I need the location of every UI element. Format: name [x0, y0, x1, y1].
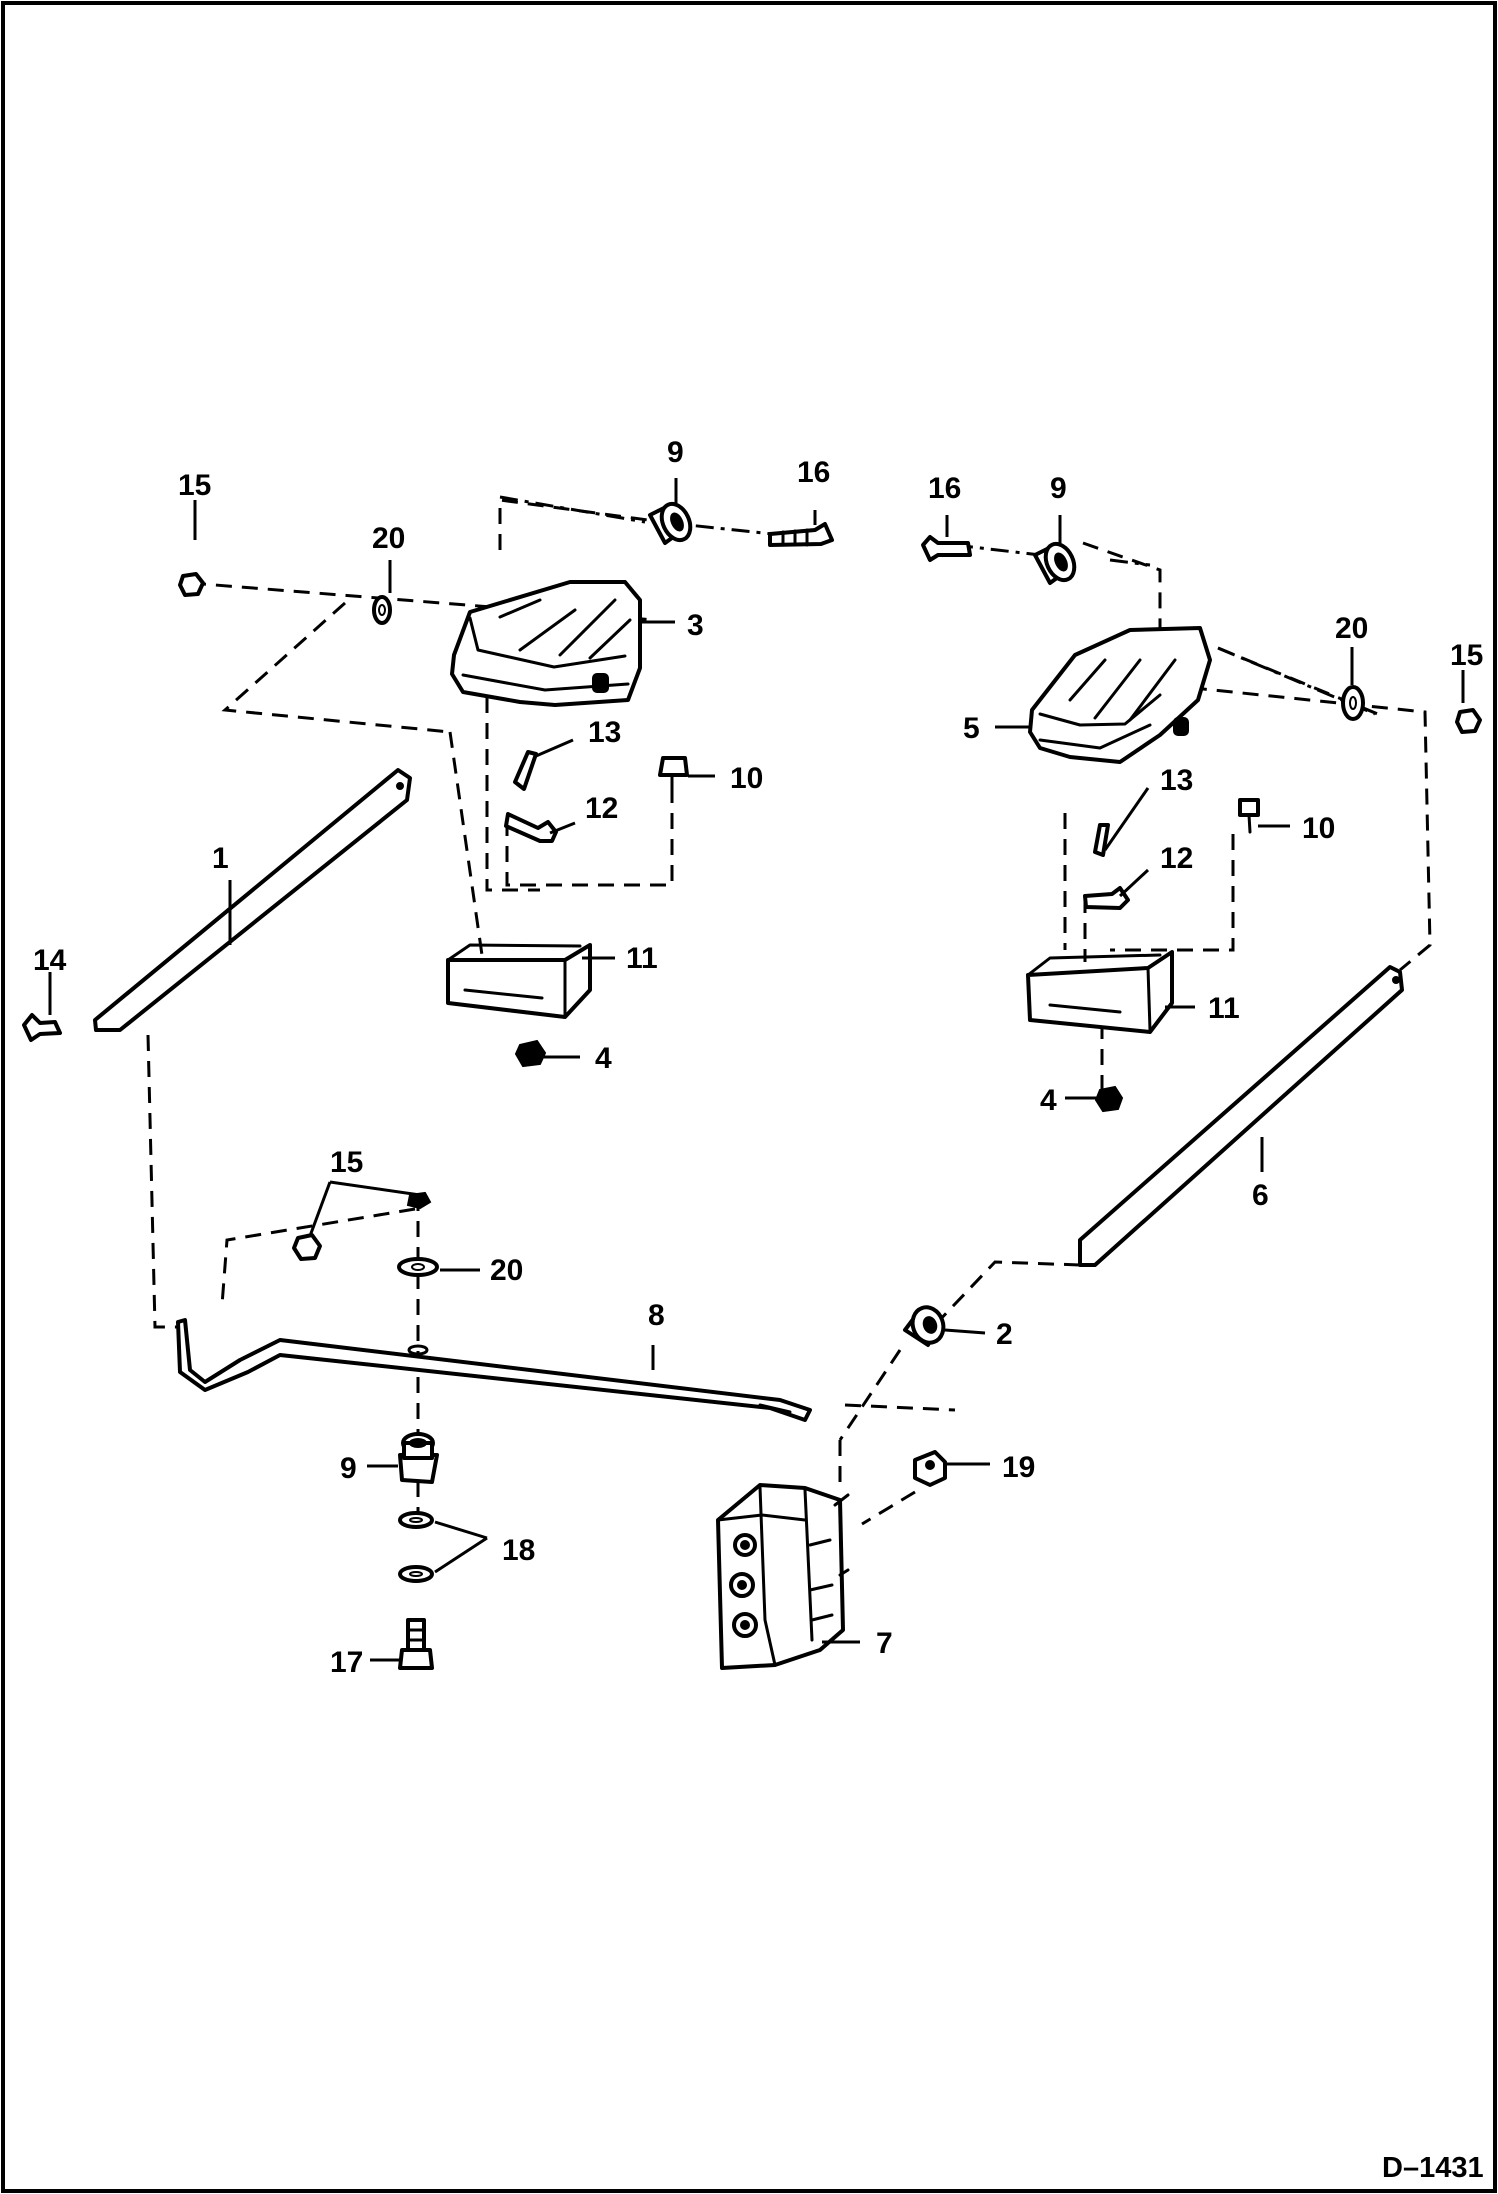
left-pin-12	[504, 812, 558, 843]
left-cotter-pin	[513, 750, 538, 791]
callout-15-right: 15	[1450, 639, 1483, 672]
callout-labels: 1 2 3 4 4 5 6 7 8 9 9 9 10 10 11 11 12 1…	[33, 436, 1483, 1679]
callout-16-right: 16	[928, 472, 961, 505]
left-washer-20	[372, 595, 392, 625]
left-nut-15	[178, 572, 205, 597]
left-bolt-16	[768, 522, 834, 547]
callout-4-right: 4	[1040, 1084, 1057, 1117]
callout-17: 17	[330, 1646, 363, 1679]
right-pin-12	[1083, 886, 1130, 910]
callout-13-right: 13	[1160, 764, 1193, 797]
left-nut	[514, 1039, 547, 1068]
bolt-14	[22, 1013, 62, 1042]
callout-9-left-top: 9	[667, 436, 684, 469]
callout-8: 8	[648, 1299, 665, 1332]
callout-16-left: 16	[797, 456, 830, 489]
right-nut	[1094, 1085, 1124, 1113]
left-pedal-bracket	[446, 943, 592, 1019]
callout-10-right: 10	[1302, 812, 1335, 845]
washers-18	[398, 1511, 434, 1583]
callout-15-left: 15	[178, 469, 211, 502]
callout-9-right-top: 9	[1050, 472, 1067, 505]
assembly-lines	[146, 498, 1432, 1526]
callout-6: 6	[1252, 1179, 1269, 1212]
control-valve	[716, 1483, 850, 1670]
callout-4-left: 4	[595, 1042, 612, 1075]
right-pedal-bracket	[1026, 950, 1174, 1034]
callout-1: 1	[212, 842, 229, 875]
right-cotter-pin	[1093, 823, 1110, 857]
left-foot-pedal	[450, 580, 642, 707]
lower-nut-15	[292, 1191, 432, 1261]
callout-12-right: 12	[1160, 842, 1193, 875]
callout-15-lower: 15	[330, 1146, 363, 1179]
callout-20-right: 20	[1335, 612, 1368, 645]
grommet	[903, 1305, 946, 1347]
right-washer-20	[1341, 685, 1365, 721]
left-rod	[93, 768, 412, 1032]
leader-lines	[48, 478, 1465, 1662]
lever-arm	[176, 1318, 812, 1422]
right-nut-15	[1455, 708, 1482, 734]
callout-20-left: 20	[372, 522, 405, 555]
callout-9-lower: 9	[340, 1452, 357, 1485]
lower-washer-20	[397, 1257, 439, 1277]
callout-13-left: 13	[588, 716, 621, 749]
callout-11-right: 11	[1208, 992, 1240, 1025]
callout-18: 18	[502, 1534, 535, 1567]
callout-20-lower: 20	[490, 1254, 523, 1287]
right-bolt-16	[921, 535, 972, 562]
callout-7: 7	[876, 1627, 893, 1660]
left-bushing	[648, 501, 693, 545]
left-bolt-10	[658, 756, 689, 792]
callout-5: 5	[963, 712, 980, 745]
callout-10-left: 10	[730, 762, 763, 795]
lower-bushing	[398, 1432, 439, 1484]
callout-11-left: 11	[626, 942, 658, 975]
callout-12-left: 12	[585, 792, 618, 825]
right-rod	[1078, 965, 1404, 1267]
callout-19: 19	[1002, 1451, 1035, 1484]
bolt-17	[398, 1618, 434, 1670]
clevis	[913, 1450, 947, 1487]
callout-2: 2	[996, 1318, 1013, 1351]
right-foot-pedal	[1028, 626, 1212, 764]
callout-14: 14	[33, 944, 67, 977]
drawing-number: D–1431	[1382, 2152, 1484, 2184]
right-bolt-10	[1238, 798, 1260, 834]
right-bushing	[1033, 541, 1077, 585]
callout-3: 3	[687, 609, 704, 642]
